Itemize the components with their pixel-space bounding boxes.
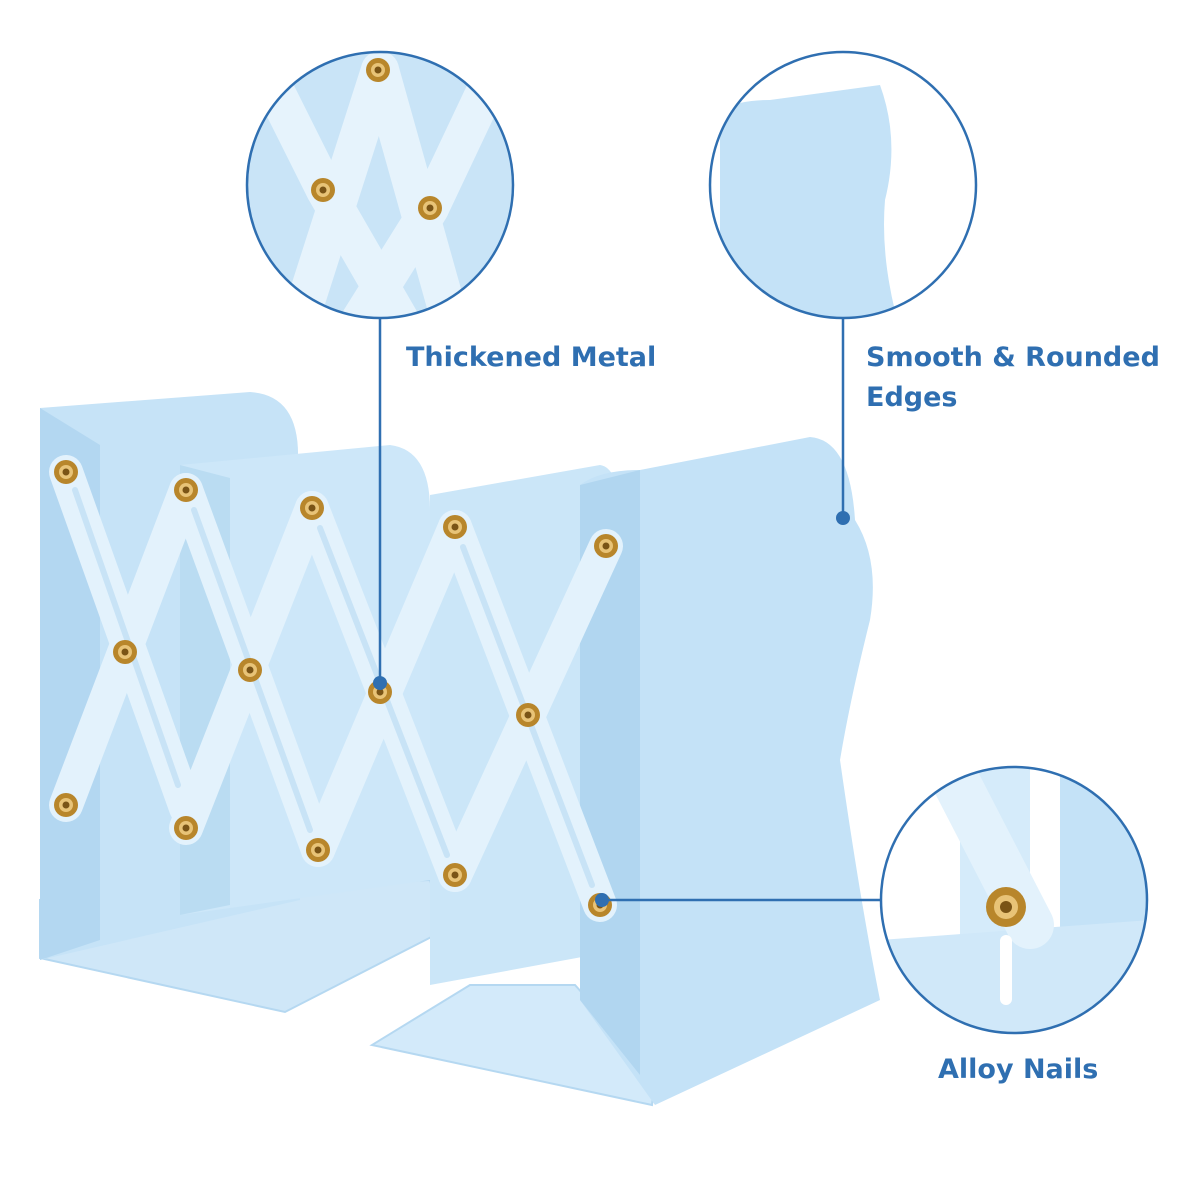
rounded-edges-label: Smooth & Rounded Edges [866,338,1186,418]
zoom-circle-nails [879,765,1149,1035]
leader-lines [378,318,881,902]
rounded-edges-label-line2: Edges [866,382,958,413]
rounded-edges-label-line1: Smooth & Rounded [866,342,1160,373]
leader-dots [373,511,850,907]
zoom-circle-edges [708,50,978,320]
zoom-circle-arms [245,50,515,320]
alloy-nails-label: Alloy Nails [938,1054,1099,1085]
thickened-metal-label: Thickened Metal [406,342,657,373]
